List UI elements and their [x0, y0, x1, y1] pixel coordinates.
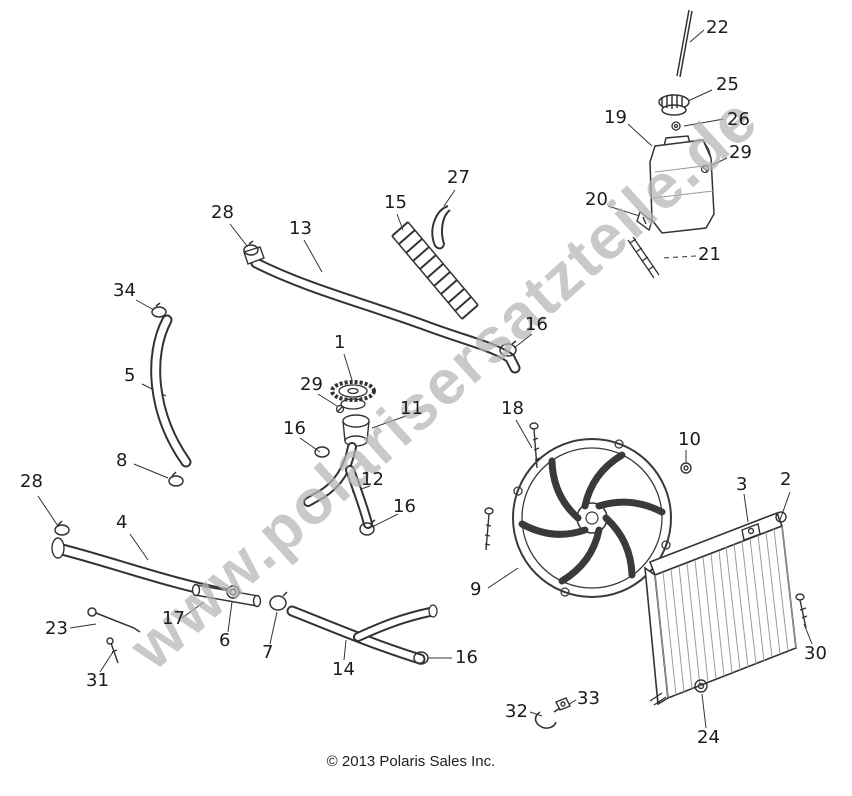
callout-28-b: 28: [20, 471, 43, 492]
callout-29-b: 29: [300, 374, 323, 395]
screw-29-top: [700, 164, 710, 174]
fitting-6: [226, 585, 240, 599]
screw-18: [529, 422, 541, 469]
callout-19: 19: [604, 107, 627, 128]
callout-30: 30: [804, 643, 827, 664]
callout-2: 2: [780, 469, 792, 490]
callout-20: 20: [585, 189, 608, 210]
hose-5: [150, 314, 192, 468]
callout-31: 31: [86, 670, 109, 691]
callout-17: 17: [162, 608, 185, 629]
callout-32: 32: [505, 701, 528, 722]
callout-23: 23: [45, 618, 68, 639]
callout-5: 5: [124, 365, 136, 386]
callout-16-c: 16: [393, 496, 416, 517]
screw-29-mid: [335, 404, 345, 414]
callout-21: 21: [698, 244, 721, 265]
callout-13: 13: [289, 218, 312, 239]
callout-18: 18: [501, 398, 524, 419]
clamp-16-c: [359, 519, 376, 536]
grommet-26: [671, 121, 681, 131]
bracket-3: [741, 523, 761, 541]
rod-21: [627, 236, 660, 279]
callout-33: 33: [577, 688, 600, 709]
clamp-16-a: [499, 340, 517, 357]
callout-11: 11: [400, 398, 423, 419]
callout-7: 7: [262, 642, 274, 663]
clip-33: [555, 697, 571, 711]
sleeve-15: [391, 221, 479, 320]
callout-8: 8: [116, 450, 128, 471]
callout-4: 4: [116, 512, 128, 533]
cooling-fan-9: [512, 438, 672, 598]
screw-31: [106, 637, 119, 664]
clamp-16-d: [413, 651, 429, 665]
clip-32: [534, 707, 561, 729]
callout-26: 26: [727, 109, 750, 130]
radiator-cap-1: [330, 380, 376, 410]
callout-25: 25: [716, 74, 739, 95]
hose-13: [243, 246, 521, 374]
clamp-7: [269, 591, 288, 611]
nut-10: [680, 462, 692, 474]
callout-16-b: 16: [283, 418, 306, 439]
screw-18-b: [484, 507, 494, 551]
reservoir-cap-25: [658, 94, 690, 116]
callout-24: 24: [697, 727, 720, 748]
cable-tie-27: [431, 205, 451, 250]
callout-3: 3: [736, 474, 748, 495]
callout-14: 14: [332, 659, 355, 680]
clamp-8: [168, 471, 184, 487]
nut-24: [694, 679, 708, 693]
hose-14: [286, 604, 438, 665]
screw-30: [795, 593, 808, 629]
radiator-2: [644, 511, 797, 706]
coolant-reservoir-19: [649, 135, 715, 234]
callout-16-a: 16: [525, 314, 548, 335]
callout-1: 1: [334, 332, 346, 353]
clamp-16-b: [314, 446, 330, 458]
clamp-28-top: [243, 240, 259, 256]
callout-27: 27: [447, 167, 470, 188]
callout-22: 22: [706, 17, 729, 38]
callout-9: 9: [470, 579, 482, 600]
copyright-text: © 2013 Polaris Sales Inc.: [326, 753, 496, 770]
callout-28-a: 28: [211, 202, 234, 223]
reservoir-bracket-20: [636, 210, 653, 232]
callout-29-a: 29: [729, 142, 752, 163]
callout-12: 12: [361, 469, 384, 490]
callout-16-d: 16: [455, 647, 478, 668]
clamp-28-left: [54, 520, 70, 536]
pin-23: [87, 607, 141, 633]
callout-34: 34: [113, 280, 136, 301]
callout-15: 15: [384, 192, 407, 213]
filler-tubes-12: [303, 442, 373, 529]
callout-6: 6: [219, 630, 231, 651]
filler-neck-11: [342, 414, 370, 447]
callout-10: 10: [678, 429, 701, 450]
clamp-34: [151, 302, 167, 318]
overflow-tube-22: [676, 9, 693, 78]
